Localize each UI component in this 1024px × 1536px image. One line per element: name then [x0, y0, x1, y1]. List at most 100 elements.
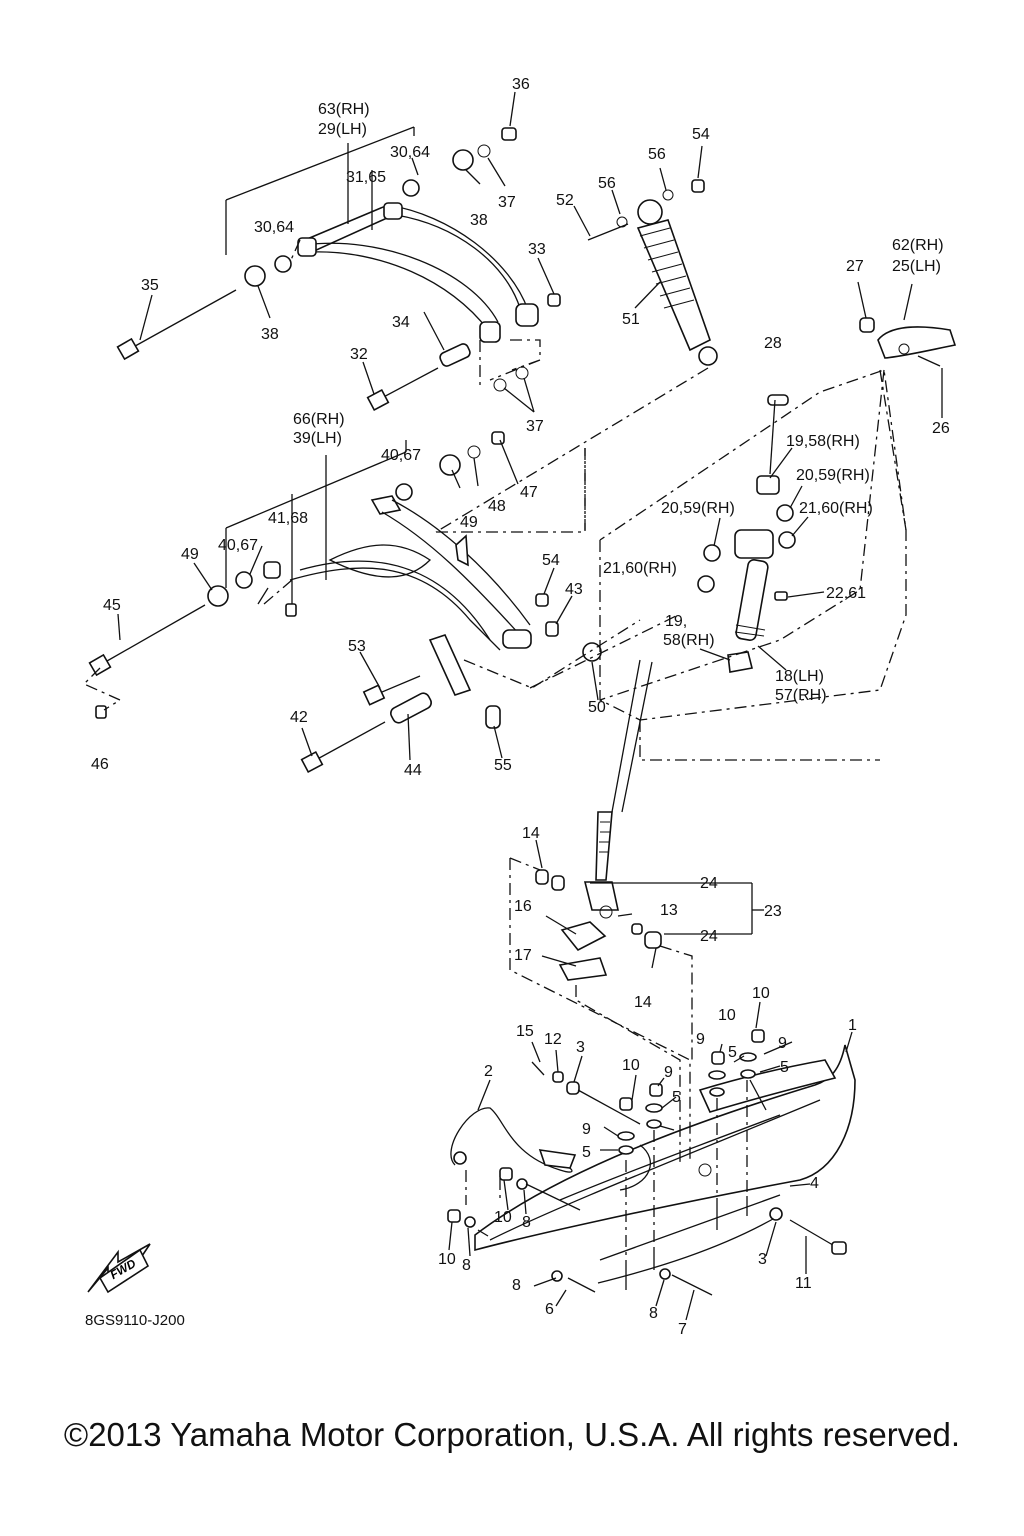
callout-53: 53	[348, 638, 366, 655]
callout-7: 7	[678, 1321, 687, 1338]
callout-5-mid: 5	[728, 1044, 737, 1061]
callout-11: 11	[795, 1275, 812, 1292]
callout-63-rh: 63(RH)	[318, 101, 370, 118]
callout-26: 26	[932, 420, 950, 437]
callout-19-lower: 19,	[665, 613, 687, 630]
callout-54-top: 54	[692, 126, 710, 143]
callout-28: 28	[764, 335, 782, 352]
callout-1: 1	[848, 1017, 857, 1034]
bolt-32	[366, 343, 471, 412]
callout-8-bottom: 8	[512, 1277, 521, 1294]
callout-10-bottom: 10	[438, 1251, 456, 1268]
callout-66-rh: 66(RH)	[293, 411, 345, 428]
callout-8-bottomleft: 8	[462, 1257, 471, 1274]
callout-35: 35	[141, 277, 159, 294]
bolt-45	[88, 604, 206, 677]
callout-16: 16	[514, 898, 532, 915]
callout-5-right: 5	[780, 1059, 789, 1076]
callout-19-58-rh: 19,58(RH)	[786, 433, 860, 450]
callout-38-left: 38	[261, 326, 279, 343]
callout-58-rh-lower: 58(RH)	[663, 632, 715, 649]
callout-8-right: 8	[649, 1305, 658, 1322]
ski-assembly	[447, 1029, 856, 1296]
callout-37-top: 37	[498, 194, 516, 211]
callout-36: 36	[512, 76, 530, 93]
callout-57-rh: 57(RH)	[775, 687, 827, 704]
callout-24-top: 24	[700, 875, 718, 892]
callout-10-mid: 10	[718, 1007, 736, 1024]
callout-20-59-rh-right: 20,59(RH)	[796, 467, 870, 484]
callout-50: 50	[588, 699, 606, 716]
callout-38-top: 38	[470, 212, 488, 229]
callout-47: 47	[520, 484, 538, 501]
callout-49-left: 49	[181, 546, 199, 563]
callout-30-64-left: 30,64	[254, 219, 294, 236]
callout-51: 51	[622, 311, 640, 328]
callout-9-right: 9	[778, 1035, 787, 1052]
callout-62-rh: 62(RH)	[892, 237, 944, 254]
callout-21-60-rh-left: 21,60(RH)	[603, 560, 677, 577]
callout-40-67-top: 40,67	[381, 447, 421, 464]
bracket-25-62	[859, 317, 957, 367]
shock-absorber-51	[587, 179, 718, 366]
callout-27: 27	[846, 258, 864, 275]
callout-33: 33	[528, 241, 546, 258]
callout-37-lower: 37	[526, 418, 544, 435]
callout-34: 34	[392, 314, 410, 331]
callout-10-left: 10	[622, 1057, 640, 1074]
callout-23: 23	[764, 903, 782, 920]
callout-14-top: 14	[522, 825, 540, 842]
callout-14-bottom: 14	[634, 994, 652, 1011]
callout-31-65: 31,65	[346, 169, 386, 186]
callout-41-68: 41,68	[268, 510, 308, 527]
callout-55: 55	[494, 757, 512, 774]
callout-13: 13	[660, 902, 678, 919]
callout-2: 2	[484, 1063, 493, 1080]
callout-10-topright: 10	[752, 985, 770, 1002]
callout-9-left: 9	[582, 1121, 591, 1138]
bolt-35	[116, 289, 237, 361]
callout-17: 17	[514, 947, 532, 964]
upper-a-arm	[297, 202, 539, 343]
callout-48: 48	[488, 498, 506, 515]
callout-46: 46	[91, 756, 109, 773]
callout-labels: 36 63(RH) 29(LH) 30,64 31,65 30,64 37 38…	[91, 76, 950, 1338]
callout-9-left-top: 9	[664, 1064, 673, 1081]
steering-column	[535, 811, 662, 981]
callout-22-61: 22,61	[826, 585, 866, 602]
fwd-arrow-icon: FWD	[87, 1243, 151, 1294]
leader-lines	[82, 91, 943, 1321]
callout-25-lh: 25(LH)	[892, 258, 941, 275]
callout-40-67-left: 40,67	[218, 537, 258, 554]
callout-18-lh: 18(LH)	[775, 668, 824, 685]
callout-39-lh: 39(LH)	[293, 430, 342, 447]
callout-45: 45	[103, 597, 121, 614]
callout-9-mid: 9	[696, 1031, 705, 1048]
callout-42: 42	[290, 709, 308, 726]
callout-54-lower: 54	[542, 552, 560, 569]
callout-4: 4	[810, 1175, 819, 1192]
callout-3-top: 3	[576, 1039, 585, 1056]
callout-32: 32	[350, 346, 368, 363]
callout-30-64-top: 30,64	[390, 144, 430, 161]
callout-56-right: 56	[648, 146, 666, 163]
part-code: 8GS9110-J200	[85, 1312, 185, 1329]
callout-20-59-rh-left: 20,59(RH)	[661, 500, 735, 517]
copyright-notice: ©2013 Yamaha Motor Corporation, U.S.A. A…	[63, 1416, 961, 1453]
callout-6: 6	[545, 1301, 554, 1318]
callout-5-left: 5	[582, 1144, 591, 1161]
callout-15: 15	[516, 1023, 534, 1040]
callout-24-bottom: 24	[700, 928, 718, 945]
callout-12: 12	[544, 1031, 562, 1048]
callout-3-bottom: 3	[758, 1251, 767, 1268]
callout-43: 43	[565, 581, 583, 598]
callout-49-top: 49	[460, 514, 478, 531]
callout-10-ski: 10	[494, 1209, 512, 1226]
callout-21-60-rh-right: 21,60(RH)	[799, 500, 873, 517]
callout-52: 52	[556, 192, 574, 209]
callout-56-left: 56	[598, 175, 616, 192]
callout-29-lh: 29(LH)	[318, 121, 367, 138]
callout-8-ski: 8	[522, 1214, 531, 1231]
callout-5-left-top: 5	[672, 1089, 681, 1106]
